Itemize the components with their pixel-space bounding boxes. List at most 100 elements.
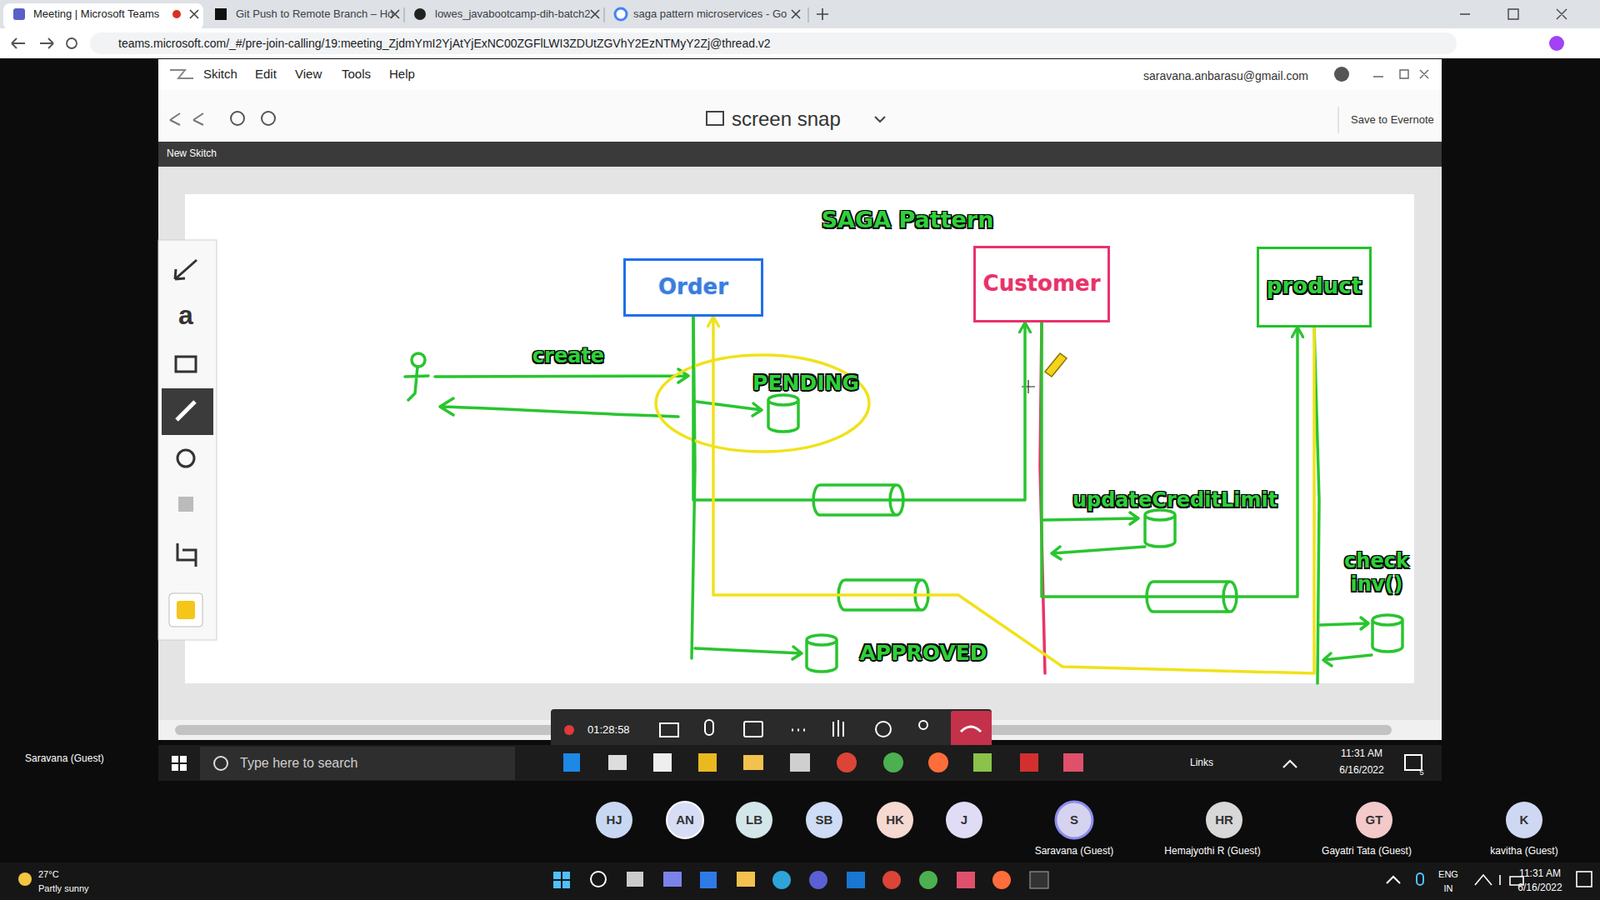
participant-name: Gayatri Tata (Guest) xyxy=(1321,845,1412,858)
app-icon xyxy=(772,870,791,890)
search-box-text: Type here to search xyxy=(240,755,358,771)
avatar xyxy=(805,801,843,839)
app-icon xyxy=(882,870,901,890)
tab-separator xyxy=(604,7,605,23)
app-icon xyxy=(809,870,828,890)
notification-icon xyxy=(1576,871,1592,887)
app-icon xyxy=(653,753,672,772)
database-symbol xyxy=(768,395,799,432)
box-label: Customer xyxy=(983,271,1101,297)
notification-icon xyxy=(1405,755,1422,770)
document-title: screen snap xyxy=(731,107,841,131)
more-icon xyxy=(791,729,805,732)
app-icon xyxy=(790,753,810,772)
shared-taskbar xyxy=(158,745,1442,781)
actor-body xyxy=(405,366,429,400)
menu-item: Tools xyxy=(341,66,371,81)
app-icon xyxy=(919,870,938,890)
windows-logo xyxy=(553,871,561,880)
eraser-tool xyxy=(177,450,195,467)
hangup-button xyxy=(950,710,992,749)
return-arrow xyxy=(1051,546,1145,560)
sketch-strokes xyxy=(405,316,1403,684)
database-symbol xyxy=(806,635,837,672)
recording-dot xyxy=(172,10,181,19)
window-controls xyxy=(1373,70,1429,79)
return-arrow xyxy=(1323,653,1372,666)
language-code: ENG xyxy=(1438,869,1459,880)
write-arrow xyxy=(1043,512,1139,525)
windows-logo xyxy=(562,871,570,880)
raise-hand-icon xyxy=(833,720,844,737)
taskbar xyxy=(0,862,1600,900)
app-icon xyxy=(1020,753,1039,772)
actor-head xyxy=(411,353,425,367)
tray-icon xyxy=(1283,760,1297,768)
diagram-title: SAGA Pattern xyxy=(821,206,995,233)
write-arrow xyxy=(696,401,762,416)
weather-text: Partly sunny xyxy=(38,883,90,895)
avatar xyxy=(1205,801,1243,839)
message-flow xyxy=(1041,322,1298,597)
url-text: teams.microsoft.com/_#/pre-join-calling/… xyxy=(118,36,771,50)
state-label: PENDING xyxy=(752,371,860,396)
app-icon xyxy=(992,870,1011,890)
window-controls xyxy=(1460,9,1567,20)
reload-icon xyxy=(66,38,77,49)
windows-logo xyxy=(180,755,187,763)
windows-logo xyxy=(562,880,570,889)
close-icon xyxy=(190,10,199,19)
weather-icon xyxy=(18,872,32,886)
call-timer: 01:28:58 xyxy=(587,724,630,737)
service-box: Customer xyxy=(973,245,1111,323)
address-box xyxy=(90,32,1457,55)
clock-time: 11:31 AM xyxy=(1519,868,1561,880)
app-icon xyxy=(608,755,627,770)
windows-logo xyxy=(171,764,179,771)
app-icon xyxy=(846,871,865,889)
box-label: Order xyxy=(658,275,729,300)
zoom-in-icon xyxy=(261,111,275,125)
avatar-initials: S xyxy=(1070,812,1079,827)
document-tab: New Skitch xyxy=(166,148,217,160)
avatar-initials: LB xyxy=(745,812,763,827)
close-icon xyxy=(590,10,600,19)
tab-title: saga pattern microservices - Go xyxy=(633,8,787,21)
write-arrow xyxy=(1320,617,1369,630)
rectangle-tool xyxy=(175,356,196,372)
crop-tool xyxy=(177,543,196,567)
app-icon xyxy=(1030,871,1049,889)
google-icon xyxy=(615,8,627,20)
undo-redo-icons xyxy=(170,113,204,125)
profile-icon xyxy=(1549,35,1565,51)
skitch-logo xyxy=(170,70,194,79)
app-icon xyxy=(883,752,904,773)
tab-title: Git Push to Remote Branch – Ho xyxy=(235,8,394,21)
notification-badge: 5 xyxy=(1419,768,1424,777)
app-icon xyxy=(700,871,717,889)
chat-icon xyxy=(875,721,891,737)
avatar xyxy=(595,801,633,839)
tool-palette xyxy=(158,240,217,640)
account-email: saravana.anbarasu@gmail.com xyxy=(1143,69,1309,83)
tab-title: Meeting | Microsoft Teams xyxy=(33,8,160,21)
app-icon xyxy=(626,871,644,887)
avatar xyxy=(735,801,773,839)
app-icon xyxy=(1063,753,1084,772)
tray-icons xyxy=(1475,875,1524,885)
avatar xyxy=(666,801,704,839)
canvas-area xyxy=(158,166,1442,720)
app-icon xyxy=(928,752,949,773)
active-tab xyxy=(3,3,204,30)
avatar-initials: GT xyxy=(1365,812,1384,827)
message-label: create xyxy=(532,345,605,369)
account-icon xyxy=(1334,66,1350,82)
dropdown-icon xyxy=(875,116,885,122)
state-label: APPROVED xyxy=(859,641,987,666)
tab-title: lowes_javabootcamp-dih-batch2 xyxy=(435,8,590,21)
toolbar-button: Save to Evernote xyxy=(1350,114,1435,127)
participant-name: Saravana (Guest) xyxy=(1035,845,1115,858)
menu-item: Skitch xyxy=(203,66,238,81)
app-icon xyxy=(698,753,717,772)
app-icon xyxy=(973,753,992,772)
